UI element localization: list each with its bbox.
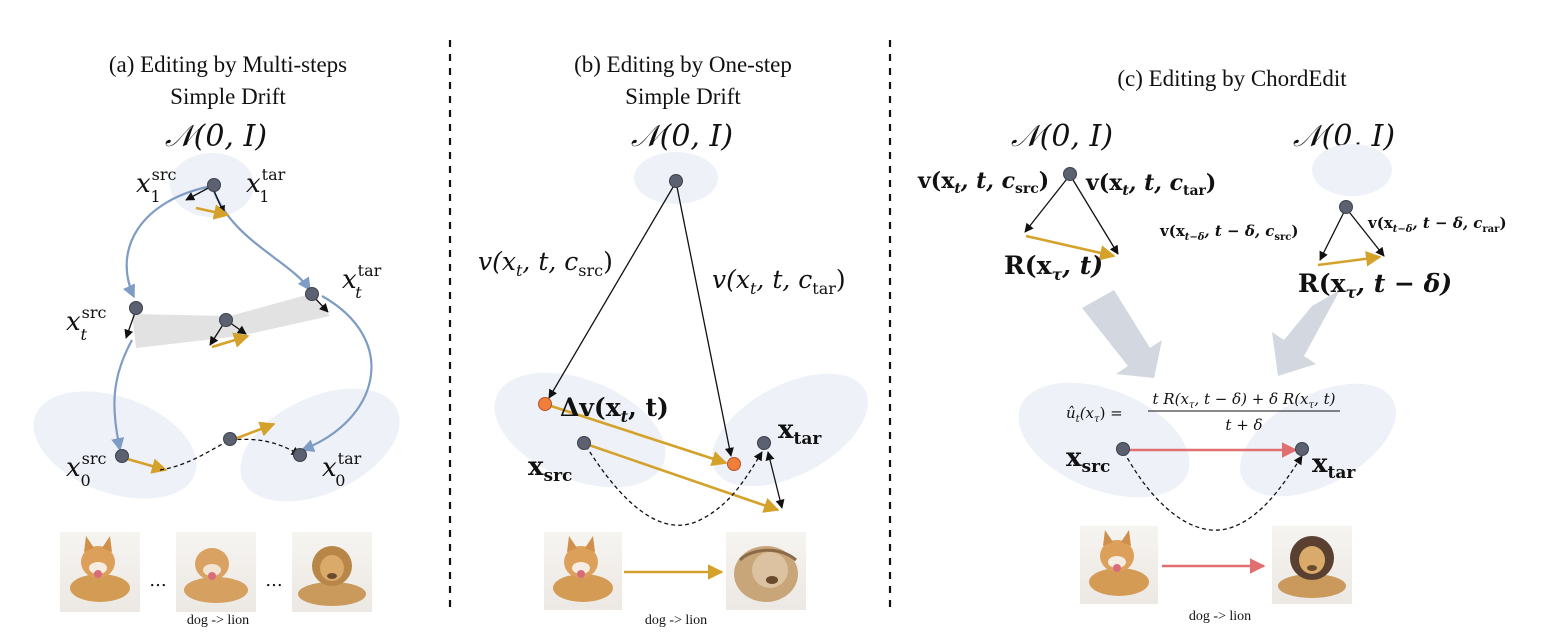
panel-a-title-line2: Simple Drift — [170, 84, 286, 109]
panel-a-thumb-dog — [60, 532, 140, 612]
panel-b-thumb-dog — [544, 532, 622, 610]
panel-c-label-R-left: R(xτ, t) — [1004, 251, 1103, 284]
panel-c-left-tar-arrow — [1069, 174, 1119, 255]
panel-c: (c) Editing by ChordEdit 𝒩(0, I) 𝒩(0, I)… — [917, 66, 1507, 624]
panel-c-formula-lhs: ût(xτ) = — [1066, 404, 1123, 425]
panel-a-node-dashed-mid — [223, 432, 237, 446]
panel-a-curve-src-lower — [111, 339, 133, 452]
panel-c-label-x-src: xsrc — [1066, 443, 1110, 477]
panel-b-title-line1: (b) Editing by One-step — [574, 52, 792, 77]
panel-b-title-line2: Simple Drift — [625, 84, 741, 109]
panel-b-label-x-tar: xtar — [778, 415, 822, 449]
panel-c-label-v-src-2: v(xt−δ, t − δ, csrc) — [1159, 222, 1299, 243]
panel-a-node-noise — [207, 178, 221, 192]
panel-a-dashed-path — [159, 438, 301, 471]
panel-c-label-v-tar-2: v(xt−δ, t − δ, crar) — [1367, 214, 1507, 235]
panel-c-caption: dog -> lion — [1189, 609, 1251, 624]
panel-c-formula: ût(xτ) = t R(xτ, t − δ) + δ R(xτ, t) t +… — [1066, 390, 1340, 434]
panel-c-right-R-arrow — [1317, 251, 1382, 267]
panel-a-node-x0-tar — [293, 448, 307, 462]
panel-c-right-tar-arrow — [1345, 207, 1385, 257]
panel-c-title: (c) Editing by ChordEdit — [1117, 66, 1347, 91]
panel-c-big-arrow-right — [1272, 290, 1340, 376]
panel-b-tar-blob — [712, 373, 868, 487]
panel-b: (b) Editing by One-step Simple Drift 𝒩(0… — [478, 52, 868, 628]
panel-b-node-x-src — [577, 436, 591, 450]
panel-c-left-R-arrow — [1025, 234, 1116, 261]
panel-b-node-src-start — [538, 397, 552, 411]
panel-b-caption: dog -> lion — [645, 613, 707, 628]
panel-b-thumb-lion-distorted — [726, 532, 806, 610]
panel-c-big-arrow-left — [1082, 290, 1162, 378]
panel-b-src-blob — [494, 372, 666, 488]
panel-b-error-arrow — [765, 451, 785, 509]
panel-b-noise-label: 𝒩(0, I) — [631, 119, 733, 154]
panel-c-node-left-noise — [1063, 167, 1077, 181]
panel-c-src-blob — [1018, 382, 1190, 498]
panel-c-tar-blob — [1240, 383, 1396, 497]
panel-a: (a) Editing by Multi-steps Simple Drift … — [33, 52, 400, 628]
panel-a-node-mid — [219, 313, 233, 327]
panel-c-left-src-arrow — [1024, 174, 1071, 233]
panel-c-thumb-dog — [1080, 526, 1158, 604]
panel-a-ellipsis-1: ... — [149, 570, 166, 591]
panel-a-node-x0-src — [115, 449, 129, 463]
panel-c-thumb-lion — [1272, 526, 1352, 604]
panel-c-node-right-noise — [1339, 200, 1353, 214]
panel-a-mid-drift — [211, 332, 250, 349]
panel-c-label-x-tar: xtar — [1312, 449, 1356, 483]
panel-b-label-x-src: xsrc — [528, 452, 572, 486]
panel-b-applied-drift-arrow — [585, 442, 780, 513]
panel-a-noise-label: 𝒩(0, I) — [165, 119, 267, 154]
panel-b-delta-v-arrow — [547, 403, 728, 467]
panel-a-thumb-mid — [176, 532, 256, 612]
panel-c-right-src-arrow — [1319, 207, 1347, 261]
panel-c-formula-numerator: t R(xτ, t − δ) + δ R(xτ, t) — [1153, 390, 1336, 411]
panel-b-node-x-tar — [757, 436, 771, 450]
panel-c-node-x-tar — [1295, 442, 1309, 456]
panel-b-v-tar-arrow — [675, 181, 734, 457]
panel-a-thumb-lion — [292, 532, 372, 612]
panel-b-dashed-path — [585, 445, 763, 526]
panel-a-mid-dashed-drift — [231, 421, 276, 442]
panel-a-ellipsis-2: ... — [265, 570, 282, 591]
panel-a-node-xt-src — [129, 301, 143, 315]
panel-a-x0-drift — [123, 456, 168, 474]
panel-c-noise-label-left: 𝒩(0, I) — [1011, 119, 1113, 154]
panel-a-tar-blob — [240, 388, 400, 502]
panel-b-node-tar-end — [727, 457, 741, 471]
panel-a-top-drift — [195, 204, 230, 220]
panel-c-label-v-src: v(xt, t, csrc) — [917, 168, 1049, 197]
panel-b-label-delta-v: Δv(xt, t) — [560, 393, 669, 426]
panel-c-label-R-right: R(xτ, t − δ) — [1298, 269, 1452, 302]
panel-c-formula-denominator: t + δ — [1225, 416, 1262, 434]
panel-b-label-v-tar: v(xt, t, ctar) — [712, 265, 846, 298]
panel-c-node-x-src — [1116, 442, 1130, 456]
panel-a-top-src-arrow — [185, 185, 213, 201]
panel-a-curve-tar-lower — [300, 295, 373, 452]
panel-a-title-line1: (a) Editing by Multi-steps — [109, 52, 347, 77]
panel-a-node-xt-tar — [305, 287, 319, 301]
panel-a-caption: dog -> lion — [187, 613, 249, 628]
panel-b-v-src-arrow — [548, 181, 677, 399]
panel-c-noise-blob-right — [1312, 144, 1392, 196]
panel-b-label-v-src: v(xt, t, csrc) — [478, 247, 613, 280]
panel-c-label-v-tar: v(xt, t, ctar) — [1085, 170, 1216, 199]
panel-c-dashed-path — [1123, 451, 1303, 531]
panel-b-node-noise — [669, 174, 683, 188]
